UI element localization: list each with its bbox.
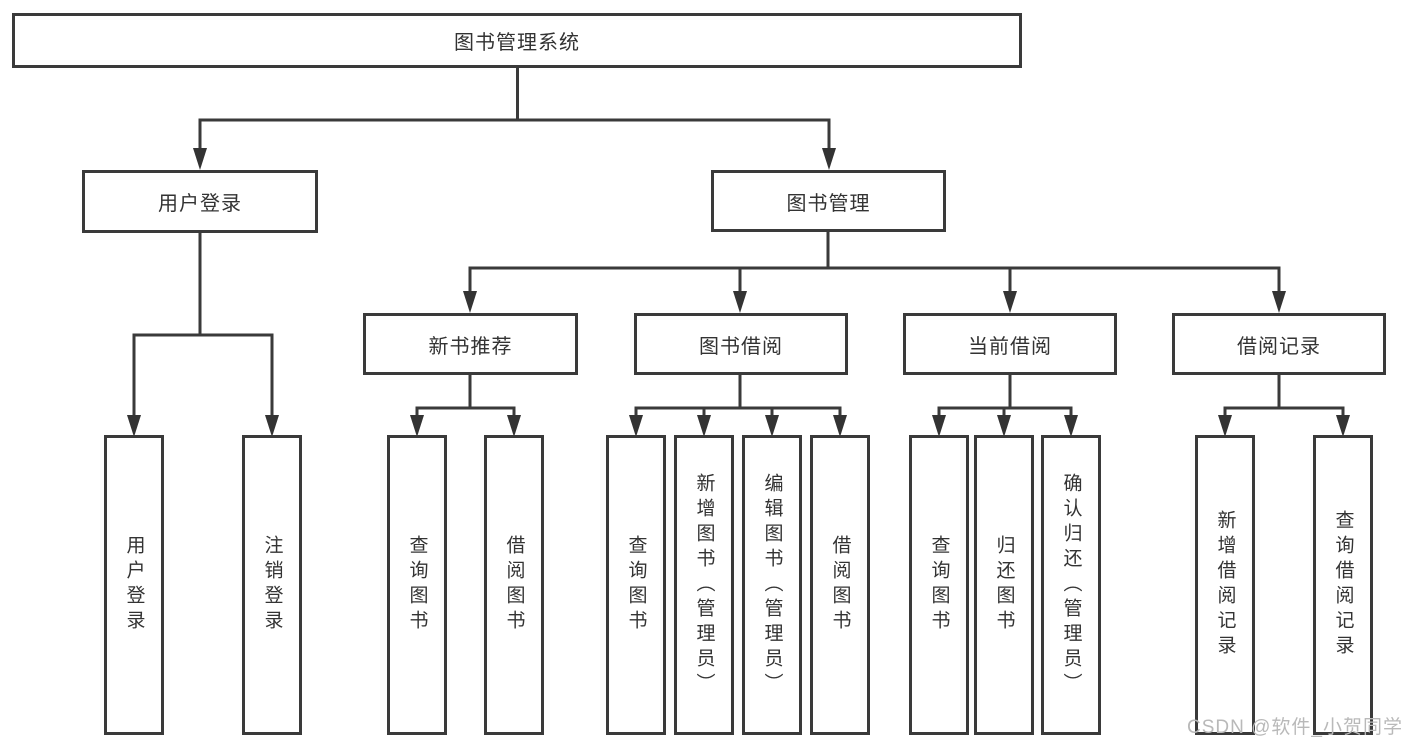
node-user-login-label: 用户登录 — [158, 193, 242, 215]
node-user-login: 用户登录 — [82, 170, 318, 233]
node-book-borrow: 图书借阅 — [634, 313, 848, 375]
node-borrow-records: 借阅记录 — [1172, 313, 1386, 375]
node-book-management: 图书管理 — [711, 170, 946, 232]
leaf-borrow-books: 借阅图书 — [810, 435, 870, 735]
node-current-borrow: 当前借阅 — [903, 313, 1117, 375]
node-new-book-recommend: 新书推荐 — [363, 313, 578, 375]
leaf-query-borrow-record: 查询借阅记录 — [1313, 435, 1373, 735]
leaf-query-books-recommend: 查询图书 — [387, 435, 447, 735]
leaf-edit-book-admin: 编辑图书（管理员） — [742, 435, 802, 735]
leaf-add-book-admin: 新增图书（管理员） — [674, 435, 734, 735]
leaf-query-books-current: 查询图书 — [909, 435, 969, 735]
leaf-add-borrow-record: 新增借阅记录 — [1195, 435, 1255, 735]
leaf-logout: 注销登录 — [242, 435, 302, 735]
node-new-book-recommend-label: 新书推荐 — [428, 335, 513, 358]
node-book-borrow-label: 图书借阅 — [699, 335, 783, 358]
watermark-text: CSDN @软件_小贺同学 — [1187, 717, 1403, 738]
leaf-user-login: 用户登录 — [104, 435, 164, 735]
node-root-label: 图书管理系统 — [454, 32, 580, 54]
node-current-borrow-label: 当前借阅 — [968, 335, 1052, 358]
leaf-return-book: 归还图书 — [974, 435, 1034, 735]
leaf-borrow-books-recommend: 借阅图书 — [484, 435, 544, 735]
leaf-query-books-borrow: 查询图书 — [606, 435, 666, 735]
leaf-confirm-return-admin: 确认归还（管理员） — [1041, 435, 1101, 735]
node-book-management-label: 图书管理 — [786, 192, 871, 215]
node-borrow-records-label: 借阅记录 — [1237, 335, 1321, 358]
node-root: 图书管理系统 — [12, 13, 1022, 68]
